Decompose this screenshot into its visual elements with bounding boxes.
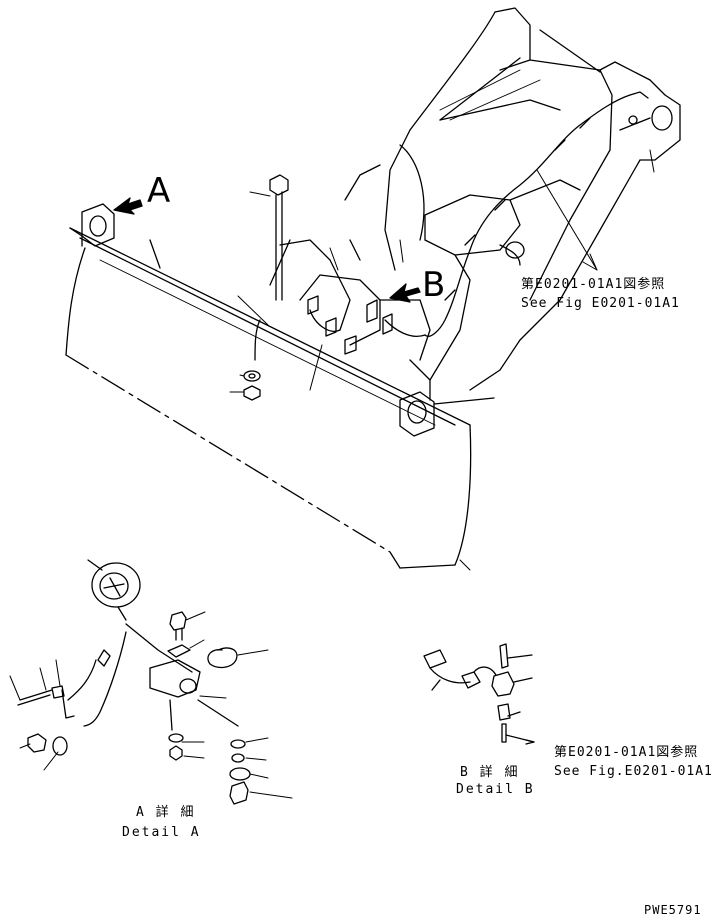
horn-assembly	[87, 559, 141, 621]
arrow-view-b-icon	[389, 283, 421, 303]
blade-bracket-left	[81, 203, 115, 247]
dozer-blade	[65, 227, 472, 569]
connector-cluster-b	[307, 295, 393, 355]
loader-frame	[269, 7, 681, 401]
detail-b-assembly	[423, 643, 535, 745]
wiring-harness	[254, 91, 649, 361]
detail-b-reference-en: See Fig.E0201-01A1	[554, 764, 712, 779]
mount-bolt	[269, 174, 289, 301]
washer-upper	[243, 370, 261, 382]
nut-upper	[243, 385, 261, 401]
horn-bracket	[125, 623, 201, 731]
detail-a-caption-en: Detail A	[122, 825, 201, 840]
leader-lines-detail-a	[9, 611, 293, 799]
view-b-label: B	[422, 265, 446, 305]
drawing-code: PWE5791	[644, 903, 702, 917]
detail-b-caption-jp: B 詳 細	[460, 765, 520, 780]
detail-a-harness	[17, 631, 127, 727]
main-reference-en: See Fig E0201-01A1	[521, 296, 680, 311]
detail-a-caption-jp: A 詳 細	[136, 805, 196, 820]
detail-b-caption-en: Detail B	[456, 782, 535, 797]
main-reference-jp: 第E0201-01A1図参照	[521, 277, 666, 292]
leader-lines-main	[229, 149, 655, 571]
arrow-view-a-icon	[113, 197, 143, 215]
view-a-label: A	[147, 171, 171, 211]
detail-a-fasteners	[27, 611, 251, 805]
blade-bracket-right	[399, 391, 495, 437]
detail-b-reference-jp: 第E0201-01A1図参照	[554, 745, 699, 760]
